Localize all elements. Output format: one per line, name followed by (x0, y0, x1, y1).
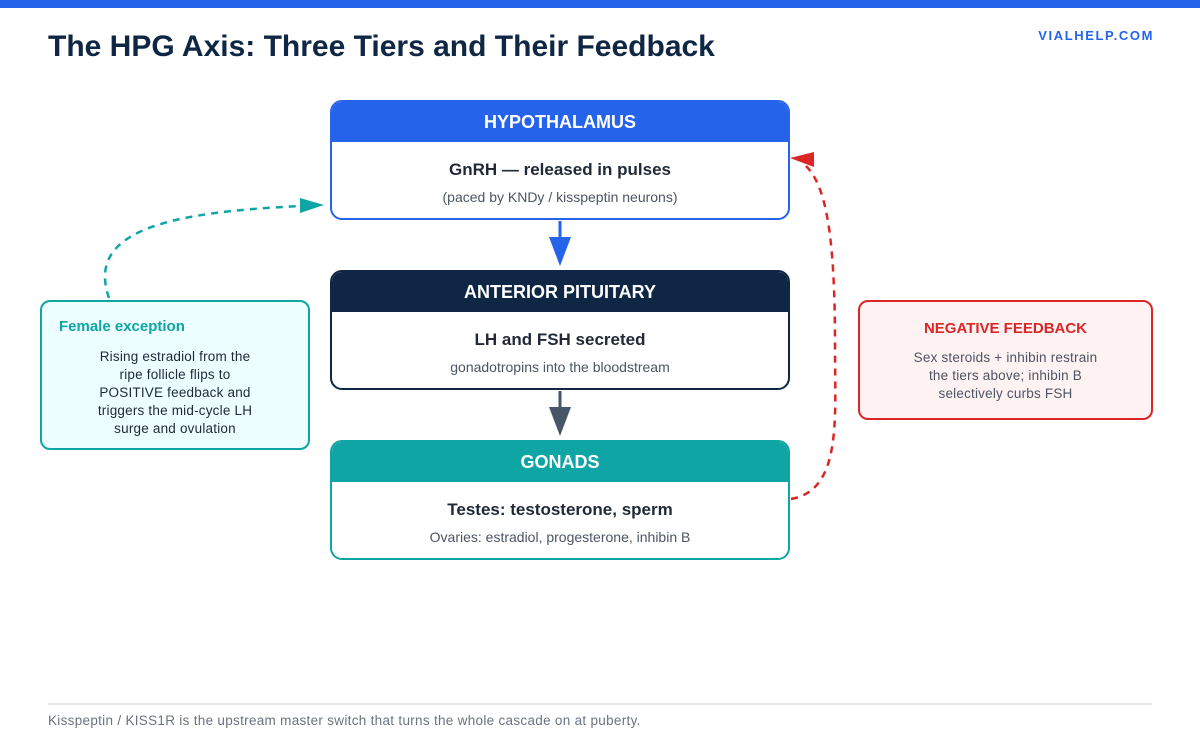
female-exception-text: Rising estradiol from the ripe follicle … (52, 348, 298, 438)
brand-label: VIALHELP.COM (1038, 28, 1154, 43)
tier-pituitary-main: LH and FSH secreted (474, 330, 646, 349)
arrowhead-pituitary-to-gonads (549, 407, 571, 436)
negative-feedback-arrowhead (790, 152, 814, 167)
female-exception-line: POSITIVE feedback and (99, 385, 251, 400)
tier-anterior-pituitary: ANTERIOR PITUITARY LH and FSH secreted g… (330, 270, 790, 390)
tier-hypothalamus-sub: (paced by KNDy / kisspeptin neurons) (442, 189, 678, 205)
tier-gonads-sub: Ovaries: estradiol, progesterone, inhibi… (429, 529, 691, 545)
page-title: The HPG Axis: Three Tiers and Their Feed… (48, 30, 715, 63)
positive-feedback-curve (103, 204, 303, 299)
tier-hypothalamus-header: HYPOTHALAMUS (332, 102, 788, 142)
negative-feedback-line: selectively curbs FSH (938, 386, 1073, 401)
female-exception-line: Rising estradiol from the (99, 349, 251, 364)
positive-feedback-arrowhead (300, 198, 324, 213)
female-exception-line: ripe follicle flips to (119, 367, 231, 382)
tier-pituitary-sub: gonadotropins into the bloodstream (450, 359, 670, 375)
negative-feedback-line: Sex steroids + inhibin restrain (913, 350, 1098, 365)
top-accent-bar (0, 0, 1200, 8)
female-exception-line: triggers the mid-cycle LH (97, 403, 253, 418)
footer-divider (48, 703, 1152, 705)
tier-gonads-main: Testes: testosterone, sperm (447, 500, 673, 519)
tier-gonads-header: GONADS (332, 442, 788, 482)
negative-feedback-line: the tiers above; inhibin B (928, 368, 1083, 383)
tier-pituitary-header: ANTERIOR PITUITARY (332, 272, 788, 312)
negative-feedback-callout: NEGATIVE FEEDBACK Sex steroids + inhibin… (858, 300, 1153, 420)
footer-note: Kisspeptin / KISS1R is the upstream mast… (48, 713, 641, 728)
negative-feedback-curve (790, 165, 837, 501)
negative-feedback-text: Sex steroids + inhibin restrain the tier… (891, 349, 1121, 403)
tier-gonads: GONADS Testes: testosterone, sperm Ovari… (330, 440, 790, 560)
arrowhead-hypothalamus-to-pituitary (549, 237, 571, 266)
female-exception-callout: Female exception Rising estradiol from t… (40, 300, 310, 450)
tier-hypothalamus: HYPOTHALAMUS GnRH — released in pulses (… (330, 100, 790, 220)
negative-feedback-title: NEGATIVE FEEDBACK (923, 320, 1088, 337)
tier-hypothalamus-main: GnRH — released in pulses (448, 160, 671, 179)
female-exception-title: Female exception (59, 318, 185, 335)
female-exception-line: surge and ovulation (114, 421, 236, 436)
